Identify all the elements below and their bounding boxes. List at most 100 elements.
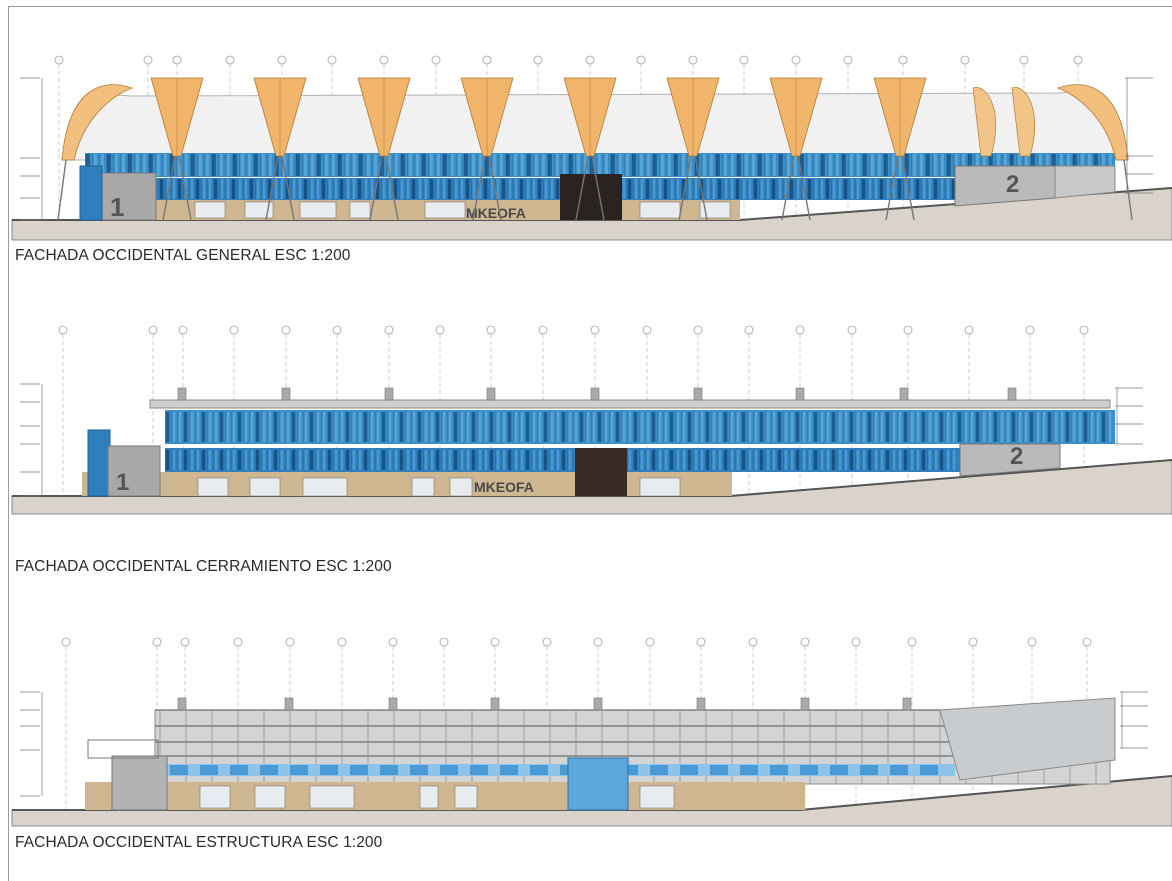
caption-general: FACHADA OCCIDENTAL GENERAL ESC 1:200: [15, 247, 351, 264]
facade-panel: [364, 179, 368, 199]
glass-panel: [440, 765, 458, 775]
facade-panel: [583, 154, 587, 176]
elevation-general: 1 2 MKEOFA: [0, 48, 1172, 243]
facade-panel: [968, 154, 972, 176]
facade-panel: [730, 154, 734, 176]
glass-panel: [740, 765, 758, 775]
grid-axis-bubble: [800, 637, 810, 647]
facade-panel: [280, 450, 284, 470]
facade-panel: [238, 450, 242, 470]
facade-panel: [178, 179, 182, 199]
facade-panel: [274, 450, 278, 470]
facade-panel: [1096, 412, 1100, 442]
facade-panel: [394, 154, 398, 176]
facade-panel: [880, 450, 884, 470]
facade-panel: [634, 450, 638, 470]
facade-panel: [303, 154, 307, 176]
facade-panel: [964, 412, 968, 442]
facade-panel: [862, 179, 866, 199]
facade-panel: [616, 412, 620, 442]
facade-panel: [172, 412, 176, 442]
facade-panel: [856, 450, 860, 470]
facade-panel: [700, 450, 704, 470]
facade-panel: [1108, 154, 1112, 176]
facade-panel: [928, 412, 932, 442]
facade-panel: [121, 154, 125, 176]
facade-panel: [238, 412, 242, 442]
facade-panel: [694, 412, 698, 442]
facade-panel: [472, 412, 476, 442]
glass-panel: [890, 765, 908, 775]
facade-panel: [490, 450, 494, 470]
facade-panel: [828, 154, 832, 176]
facade-panel: [838, 450, 842, 470]
truss-leg: [575, 155, 589, 221]
facade-panel: [436, 412, 440, 442]
facade-panel: [702, 154, 706, 176]
facade-panel: [820, 412, 824, 442]
roof-vent: [177, 697, 187, 711]
facade-panel: [466, 412, 470, 442]
facade-panel: [640, 412, 644, 442]
facade-panel: [334, 450, 338, 470]
facade-panel: [184, 154, 188, 176]
facade-panel: [724, 179, 728, 199]
facade-panel: [310, 412, 314, 442]
facade-panel: [676, 412, 680, 442]
facade-panel: [149, 154, 153, 176]
facade-panel: [513, 154, 517, 176]
opening: [419, 785, 439, 809]
facade-panel: [736, 179, 740, 199]
facade-panel: [418, 179, 422, 199]
facade-panel: [388, 179, 392, 199]
facade-panel: [652, 412, 656, 442]
facade-panel: [946, 412, 950, 442]
facade-panel: [244, 179, 248, 199]
facade-panel: [250, 412, 254, 442]
facade-panel: [706, 450, 710, 470]
facade-panel: [334, 412, 338, 442]
facade-panel: [358, 412, 362, 442]
opening: [639, 785, 675, 809]
facade-panel: [550, 450, 554, 470]
facade-panel: [520, 450, 524, 470]
grid-axis-bubble: [229, 325, 239, 335]
glass-panel: [650, 765, 668, 775]
facade-panel: [709, 154, 713, 176]
facade-panel: [212, 154, 216, 176]
facade-panel: [640, 179, 644, 199]
facade-panel: [1052, 154, 1056, 176]
truss-leg: [385, 155, 399, 221]
facade-panel: [436, 179, 440, 199]
facade-panel: [490, 412, 494, 442]
truss-leg: [281, 155, 295, 221]
facade-panel: [1036, 412, 1040, 442]
facade-panel: [778, 412, 782, 442]
facade-panel: [526, 450, 530, 470]
glass-panel: [380, 765, 398, 775]
roof-vent: [284, 697, 294, 711]
facade-panel: [436, 450, 440, 470]
facade-panel: [532, 179, 536, 199]
left-glass-box: [79, 165, 103, 221]
grid-axis-bubble: [744, 325, 754, 335]
facade-panel: [1048, 412, 1052, 442]
facade-panel: [646, 154, 650, 176]
facade-panel: [289, 154, 293, 176]
facade-panel: [418, 450, 422, 470]
opening: [299, 201, 337, 219]
opening: [424, 201, 466, 219]
facade-panel: [1080, 154, 1084, 176]
facade-panel: [184, 450, 188, 470]
facade-panel: [256, 412, 260, 442]
facade-panel: [250, 179, 254, 199]
grid-axis-bubble: [482, 55, 492, 65]
facade-panel: [670, 450, 674, 470]
middle-facade-mullions: [159, 179, 956, 199]
facade-panel: [298, 412, 302, 442]
grid-axis-bubble: [54, 55, 64, 65]
facade-panel: [128, 154, 132, 176]
facade-panel: [226, 154, 230, 176]
main-entrance: [567, 757, 629, 811]
facade-panel: [508, 450, 512, 470]
